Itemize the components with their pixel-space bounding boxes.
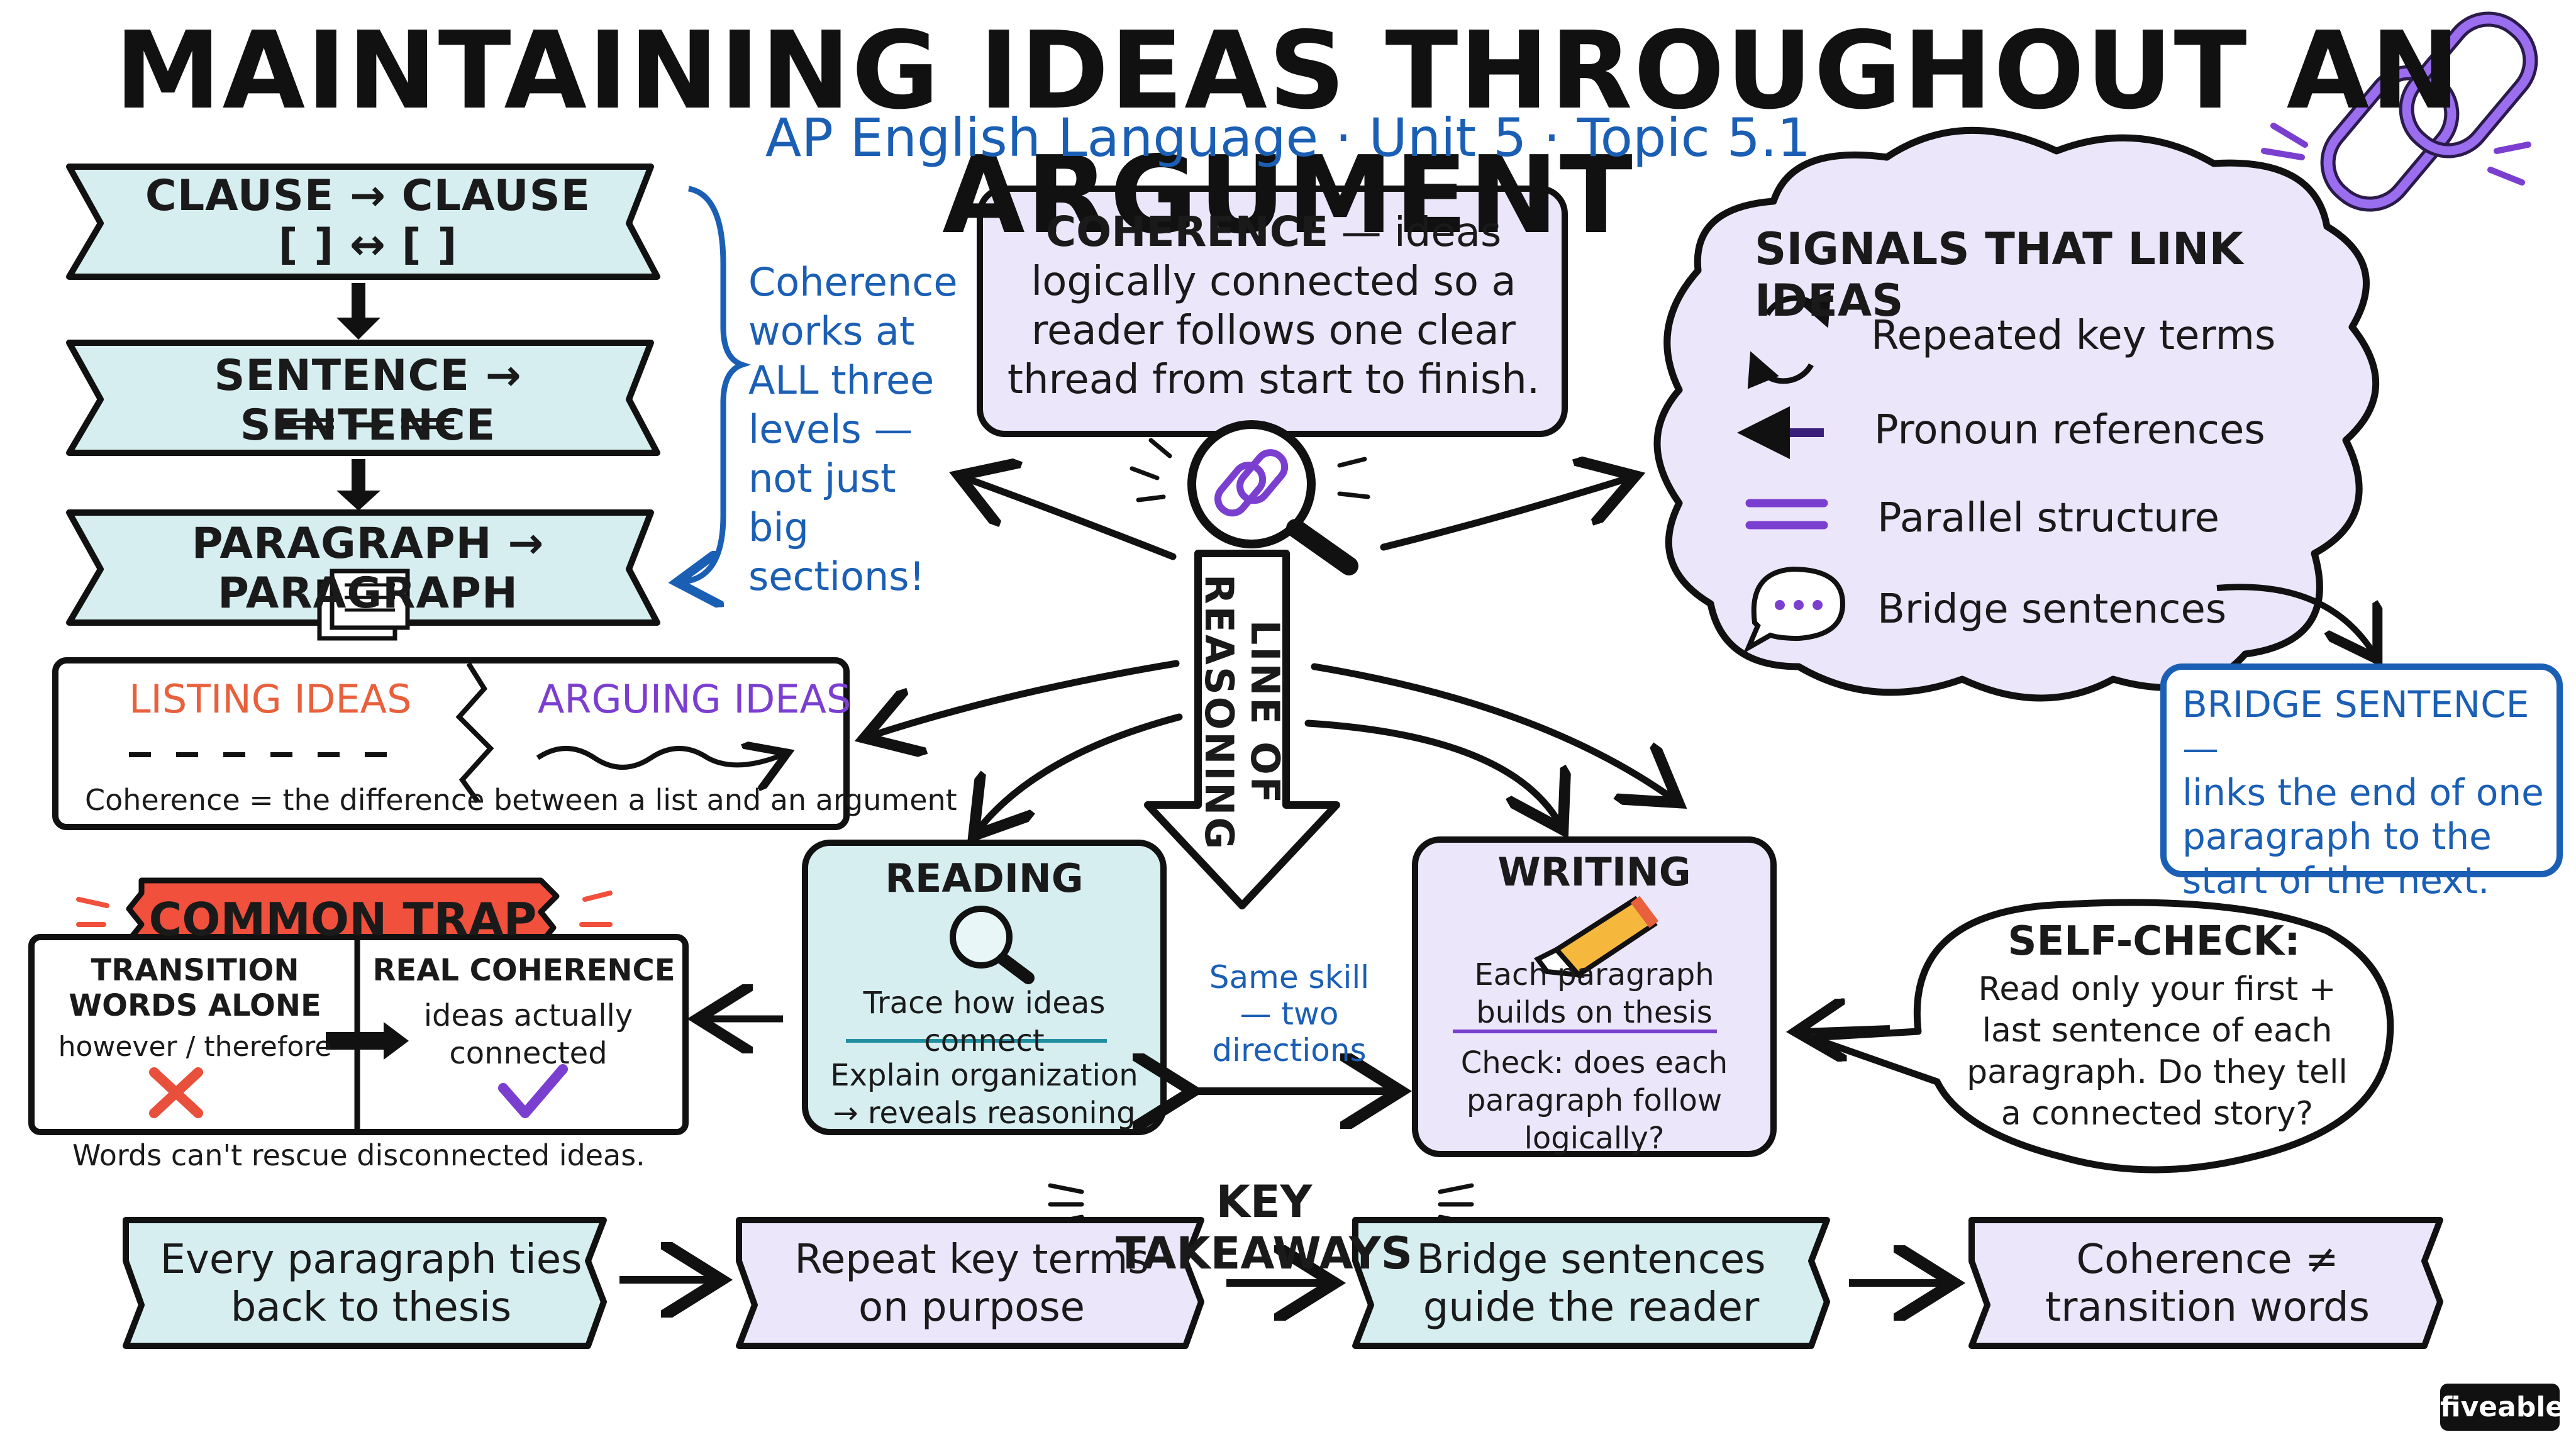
trap-right-text: ideas actually connected: [423, 998, 633, 1071]
page-subtitle: AP English Language · Unit 5 · Topic 5.1: [765, 107, 1811, 169]
trap-left-title: TRANSITION WORDS ALONE: [69, 953, 321, 1023]
signal-parallel-structure: Parallel structure: [1877, 495, 2219, 541]
trap-compare-shape: [28, 934, 689, 1135]
signals-cloud-shape: [1653, 126, 2379, 702]
takeaway-2: Repeat key terms on purpose: [794, 1236, 1149, 1331]
arguing-ideas-label: ARGUING IDEAS: [538, 676, 852, 722]
chain-link-icon: [2261, 11, 2538, 212]
bridge-note-title: BRIDGE SENTENCE —: [2182, 683, 2529, 770]
takeaway-3: Bridge sentences guide the reader: [1416, 1236, 1766, 1331]
common-trap-badge: COMMON TRAP: [148, 893, 537, 946]
level-paragraph-label: PARAGRAPH → PARAGRAPH: [191, 519, 545, 618]
speech-bubble-icon: [1743, 566, 1846, 654]
bridge-note-text: links the end of one paragraph to the st…: [2182, 771, 2544, 902]
takeaway-banners: [123, 1217, 2443, 1349]
level-clause-label: CLAUSE → CLAUSE: [145, 171, 591, 221]
level-clause-sub: [ ] ↔ [ ]: [278, 220, 458, 270]
takeaway-4: Coherence ≠ transition words: [2045, 1236, 2370, 1331]
level-sentence-sub: ══ → ══: [281, 399, 455, 449]
level-sentence-label: SENTENCE → SENTENCE: [214, 351, 522, 450]
magnifier-icon: [1130, 420, 1370, 575]
check-icon: [498, 1064, 568, 1118]
takeaway-1: Every paragraph ties back to thesis: [160, 1236, 582, 1331]
document-icon: [317, 569, 410, 641]
trap-left-text: however / therefore: [58, 1031, 332, 1063]
writing-box-shape: [1412, 836, 1777, 1157]
reading-title: READING: [885, 855, 1084, 901]
listing-ideas-label: LISTING IDEAS: [129, 676, 412, 722]
line-of-reasoning-label: LINE OF REASONING: [1196, 574, 1288, 852]
self-check-title: SELF-CHECK:: [2007, 918, 2301, 965]
signals-title: SIGNALS THAT LINK IDEAS: [1755, 223, 2243, 326]
trap-right-title: REAL COHERENCE: [372, 953, 675, 988]
brand-badge-shape: [2440, 1384, 2560, 1431]
levels-bracket: [682, 186, 752, 582]
writing-line1: Each paragraph builds on thesis: [1474, 957, 1714, 1030]
line-of-reasoning-arrow: [1144, 550, 1340, 909]
connector-arrows: [871, 478, 1673, 830]
bridge-note-shape: [2160, 663, 2563, 877]
signal-bridge-sentences: Bridge sentences: [1877, 586, 2227, 633]
coherence-definition: COHERENCE — ideas logically connected so…: [1003, 208, 1544, 404]
parallel-lines-icon: [1745, 499, 1828, 530]
coherence-text: — ideas logically connected so a reader …: [1007, 209, 1540, 403]
signal-repeated-terms: Repeated key terms: [1871, 313, 2276, 359]
self-check-text: Read only your first + last sentence of …: [1967, 970, 2348, 1133]
fiveable-logo: fiveable: [2440, 1391, 2565, 1423]
self-check-bubble-shape: [1807, 899, 2394, 1174]
reading-line1: Trace how ideas connect: [863, 985, 1106, 1058]
listing-arguing-caption: Coherence = the difference between a lis…: [85, 783, 957, 817]
trap-caption: Words can't rescue disconnected ideas.: [72, 1138, 645, 1172]
writing-line2: Check: does each paragraph follow logica…: [1460, 1045, 1728, 1156]
listing-arguing-shape: [52, 657, 850, 830]
x-icon: [149, 1067, 203, 1118]
level-banners: [66, 164, 660, 641]
bridge-note: BRIDGE SENTENCE — links the end of one p…: [2182, 682, 2547, 902]
cycle-arrows-icon: [1747, 290, 1831, 389]
page-title: MAINTAINING IDEAS THROUGHOUT AN ARGUMENT: [114, 9, 2462, 258]
same-skill-note: Same skill — two directions: [1209, 959, 1370, 1069]
reading-line2: Explain organization → reveals reasoning: [830, 1058, 1138, 1131]
writing-title: WRITING: [1497, 849, 1691, 895]
reading-magnifier-icon: [950, 906, 1035, 984]
levels-note: Coherence works at ALL three levels — no…: [748, 259, 958, 599]
signal-pronoun-references: Pronoun references: [1874, 407, 2265, 453]
coherence-term: COHERENCE: [1045, 208, 1329, 256]
key-takeaways-title: KEY TAKEAWAYS: [1115, 1176, 1413, 1279]
reading-box-shape: [802, 840, 1167, 1135]
pencil-icon: [1533, 896, 1659, 979]
